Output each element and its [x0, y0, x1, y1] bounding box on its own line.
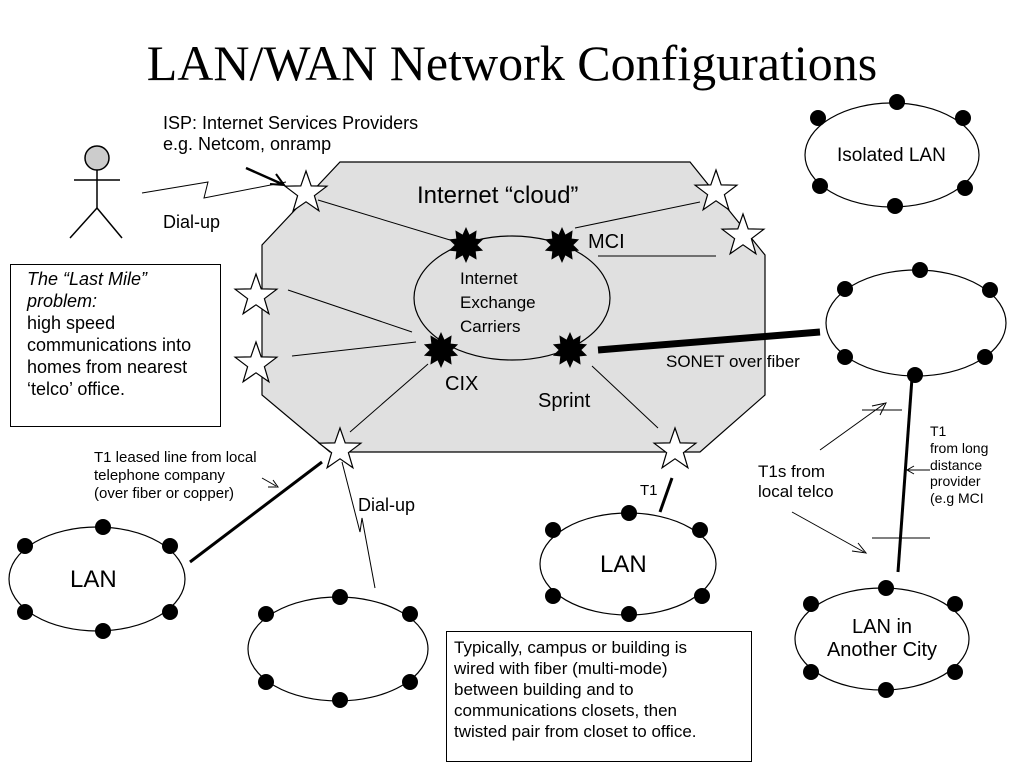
- isp-label: ISP: Internet Services Providers e.g. Ne…: [163, 113, 418, 154]
- lan-center-label: LAN: [600, 551, 647, 578]
- last-mile-text: ‘telco’ office.: [27, 378, 126, 399]
- t1-leased-line: T1 leased line from local: [94, 449, 257, 466]
- t1-long-line: from long: [930, 439, 989, 456]
- dialup-label-top: Dial-up: [163, 212, 221, 232]
- last-mile-text: homes from nearest: [27, 356, 188, 377]
- t1-longdistance-link: [896, 377, 914, 573]
- mci-label: MCI: [588, 231, 625, 253]
- t1-center-link: [658, 477, 674, 513]
- sonet-label: SONET over fiber: [666, 352, 800, 371]
- dialup-label-bottom: Dial-up: [358, 495, 416, 515]
- t1-long-line: T1: [930, 423, 947, 439]
- campus-note-line: between building and to: [454, 679, 634, 699]
- iec-label: Internet Exchange Carriers: [460, 267, 536, 338]
- campus-note-line: wired with fiber (multi-mode): [454, 658, 668, 678]
- last-mile-text: communications into: [27, 334, 192, 355]
- last-mile-text: high speed: [27, 312, 116, 333]
- isp-label-line: ISP: Internet Services Providers: [163, 113, 419, 133]
- cloud-label: Internet “cloud”: [417, 182, 579, 209]
- last-mile-heading: problem:: [27, 290, 98, 311]
- t1-leased-link: [189, 460, 323, 564]
- t1s-local-line: T1s from: [758, 462, 826, 481]
- dialup-line-top: [141, 181, 287, 199]
- iec-label-line: Exchange: [460, 292, 536, 312]
- last-mile-heading: The “Last Mile”: [27, 269, 148, 289]
- t1s-local-label: T1s from local telco: [758, 462, 834, 501]
- campus-note-box: Typically, campus or building is wired w…: [446, 631, 752, 762]
- dialup-line-bottom: [341, 461, 376, 589]
- sprint-label: Sprint: [538, 390, 591, 412]
- iec-label-line: Internet: [460, 269, 518, 288]
- t1-leased-label: T1 leased line from local telephone comp…: [94, 449, 257, 503]
- last-mile-box: The “Last Mile” problem: high speed comm…: [10, 264, 221, 427]
- t1s-local-line: local telco: [758, 481, 834, 501]
- t1-long-line: provider: [930, 473, 981, 490]
- exchange-ring: [413, 235, 611, 361]
- lan-dialup: [247, 596, 429, 702]
- t1-leased-line: telephone company: [94, 467, 225, 484]
- lan-city-label: LAN in Another City: [820, 616, 944, 662]
- page-title: LAN/WAN Network Configurations: [146, 35, 878, 91]
- arrows: [245, 166, 930, 554]
- lan-city-line: Another City: [826, 639, 938, 661]
- t1-small-label: T1: [640, 482, 658, 499]
- campus-note-line: twisted pair from closet to office.: [454, 721, 697, 741]
- sonet-link: [597, 328, 821, 354]
- campus-note-line: communications closets, then: [454, 700, 677, 720]
- isolated-lan-label: Isolated LAN: [837, 145, 946, 166]
- cix-label: CIX: [445, 373, 479, 395]
- iec-label-line: Carriers: [460, 316, 521, 336]
- t1-long-line: (e.g MCI: [930, 490, 984, 507]
- isp-label-line: e.g. Netcom, onramp: [163, 133, 332, 154]
- t1-leased-line: (over fiber or copper): [94, 485, 235, 502]
- t1-long-line: distance: [930, 456, 983, 473]
- lan-city-line: LAN in: [851, 616, 913, 638]
- lan-left-label: LAN: [70, 566, 117, 593]
- user-icon: [69, 145, 123, 239]
- campus-note-line: Typically, campus or building is: [454, 638, 688, 657]
- t1-long-label: T1 from long distance provider (e.g MCI: [930, 423, 988, 507]
- node-icon: [17, 94, 998, 708]
